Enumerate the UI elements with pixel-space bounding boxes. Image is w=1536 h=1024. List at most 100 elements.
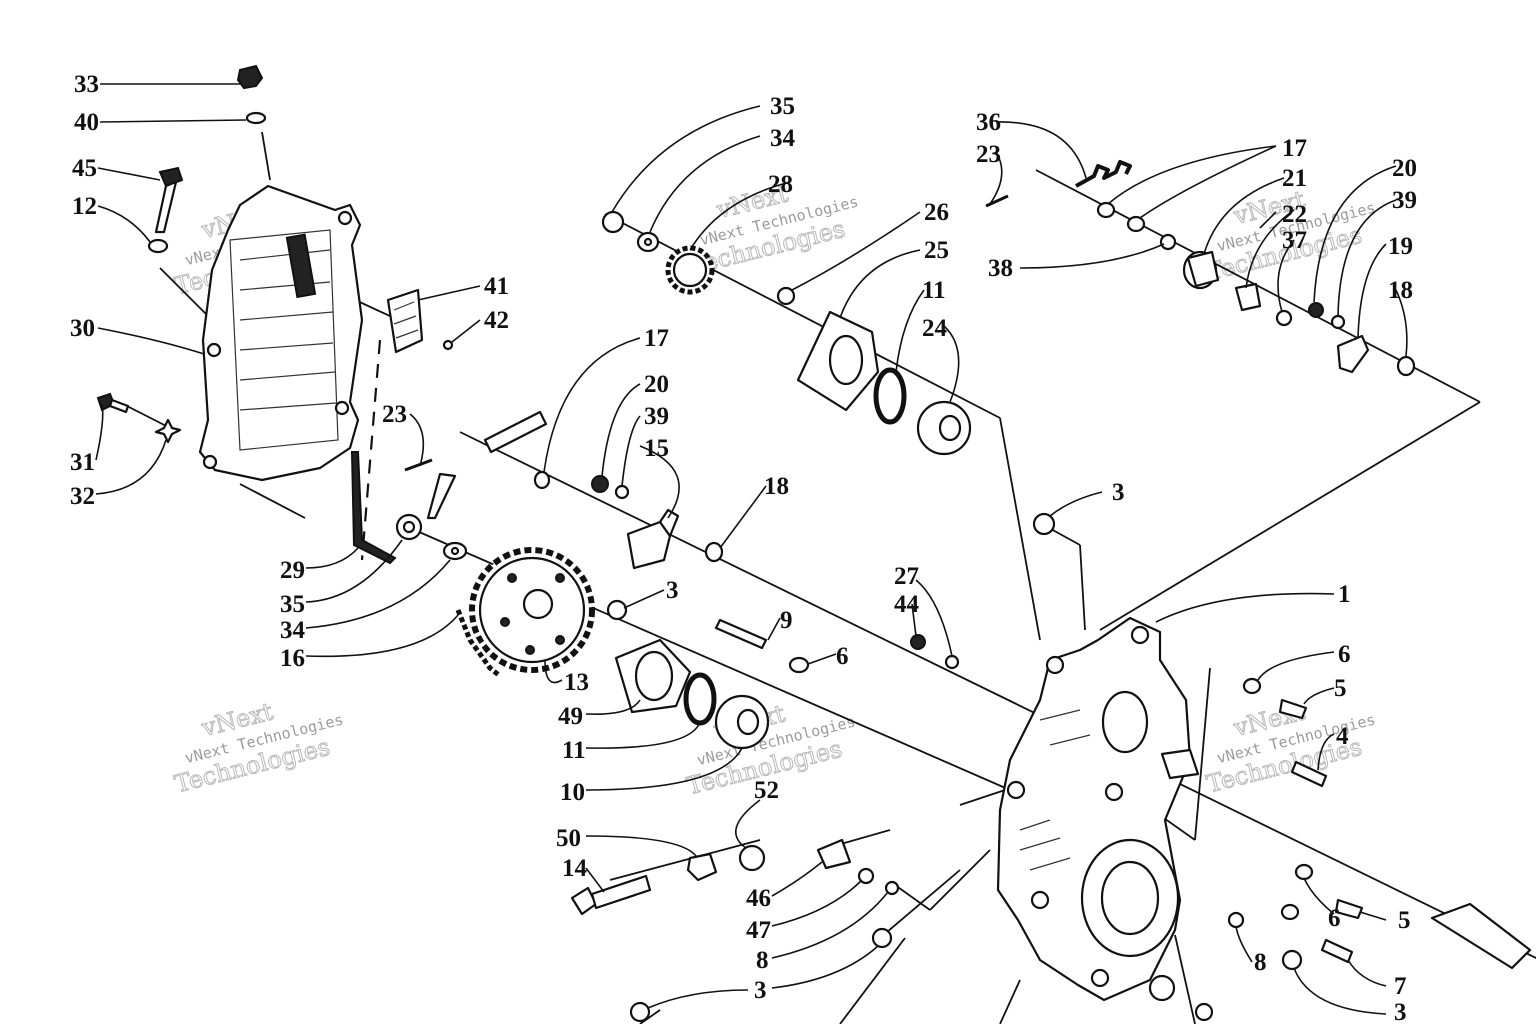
callout-3-right: 3 (1394, 999, 1407, 1024)
callout-6-mid: 6 (836, 643, 849, 670)
bolt-46 (816, 838, 852, 870)
arm-19 (1336, 334, 1370, 374)
callout-13: 13 (564, 669, 589, 696)
sprocket-28 (665, 245, 715, 295)
watermark: vNext vNext Technologies Technologies (686, 179, 860, 281)
callout-24: 24 (922, 315, 948, 342)
spacer-18-upper (1396, 355, 1416, 377)
nut-3-right (1281, 949, 1303, 971)
callout-25: 25 (924, 237, 949, 264)
nut-3-mid (606, 599, 628, 621)
star-washer-32 (154, 418, 182, 444)
nut-3-top-right (1032, 512, 1056, 536)
washer-6-right (1242, 677, 1262, 695)
nut-35-upper (601, 210, 625, 234)
callout-29: 29 (280, 557, 305, 584)
callout-labels: 33 40 45 12 30 31 32 41 42 23 29 35 34 1… (70, 71, 1417, 1024)
callout-52: 52 (754, 777, 779, 804)
callout-36: 36 (976, 109, 1001, 136)
washer-12 (147, 238, 169, 254)
callout-15: 15 (644, 435, 669, 462)
nut-27 (910, 634, 926, 650)
callout-44: 44 (894, 591, 920, 618)
washer-37 (1275, 309, 1293, 327)
nut-50 (686, 852, 718, 882)
pin-23-upper (985, 194, 1009, 208)
leader-lines (95, 83, 1408, 1015)
screw-42 (442, 339, 454, 351)
callout-17-upper: 17 (1282, 135, 1307, 162)
bolt-14 (570, 874, 652, 916)
washer-17-mid (533, 470, 551, 490)
bolt-4 (1290, 760, 1328, 788)
callout-42: 42 (484, 307, 509, 334)
spacer-18-mid (704, 541, 724, 563)
callout-41: 41 (484, 273, 509, 300)
roller-21 (1182, 250, 1220, 290)
bushing-22 (1234, 282, 1262, 312)
callout-1: 1 (1338, 581, 1351, 608)
parts (96, 64, 1532, 1023)
shaft-splined (1430, 902, 1532, 970)
nut-bottom-center (1148, 974, 1214, 1022)
bolt-7 (1320, 938, 1354, 964)
washer-34-upper (636, 231, 660, 253)
pin-shaft (483, 410, 548, 454)
washer-47 (857, 867, 875, 885)
callout-5-lower: 5 (1398, 907, 1411, 934)
nut-20-mid (591, 475, 609, 493)
callout-17-mid: 17 (644, 325, 669, 352)
plug-33 (236, 64, 264, 90)
bearing-10 (714, 694, 770, 750)
callout-8-low: 8 (756, 947, 769, 974)
washer-6-lower (1280, 863, 1314, 921)
callout-39-mid: 39 (644, 403, 669, 430)
callout-8-right: 8 (1254, 949, 1267, 976)
callout-27: 27 (894, 563, 919, 590)
callout-20-mid: 20 (644, 371, 669, 398)
callout-50: 50 (556, 825, 581, 852)
callout-26: 26 (924, 199, 949, 226)
callout-49: 49 (558, 703, 583, 730)
spring-36 (1075, 160, 1132, 188)
bearing-24 (916, 400, 972, 456)
nut-35-lower (395, 513, 423, 541)
callout-22: 22 (1282, 201, 1307, 228)
bracket-15 (626, 508, 680, 570)
callout-45: 45 (72, 155, 97, 182)
callout-7: 7 (1394, 973, 1407, 1000)
washer-8-low (884, 880, 900, 896)
washer-8-right (1227, 911, 1245, 929)
watermark: vNext vNext Technologies Technologies (1203, 697, 1377, 799)
callout-23-left: 23 (382, 401, 407, 428)
nut-26 (776, 286, 796, 306)
callout-16: 16 (280, 645, 305, 672)
callout-3-top-right: 3 (1112, 479, 1125, 506)
dowel-2 (1160, 748, 1200, 780)
callout-28: 28 (768, 171, 793, 198)
bolt-5-right (1278, 698, 1308, 720)
main-case (996, 616, 1192, 1002)
callout-33: 33 (74, 71, 99, 98)
callout-12: 12 (72, 193, 97, 220)
stud-9 (714, 618, 768, 650)
nut-20-upper (1308, 302, 1324, 318)
shoe-29 (350, 451, 457, 565)
callout-31: 31 (70, 449, 95, 476)
dipstick-45 (154, 166, 184, 234)
callout-11-lower: 11 (562, 737, 586, 764)
callout-9: 9 (780, 607, 793, 634)
washer-39-mid (614, 484, 630, 500)
callout-14: 14 (562, 855, 588, 882)
callout-46: 46 (746, 885, 771, 912)
nut-3-bottom (629, 1001, 651, 1023)
washer-38 (1159, 233, 1177, 251)
callout-4: 4 (1336, 723, 1349, 750)
callout-37: 37 (1282, 227, 1307, 254)
sprocket-13 (469, 547, 595, 673)
callout-47: 47 (746, 917, 771, 944)
callout-3-low: 3 (754, 977, 767, 1004)
washer-17-upper (1096, 201, 1146, 233)
callout-39-upper: 39 (1392, 187, 1417, 214)
callout-40: 40 (74, 109, 99, 136)
